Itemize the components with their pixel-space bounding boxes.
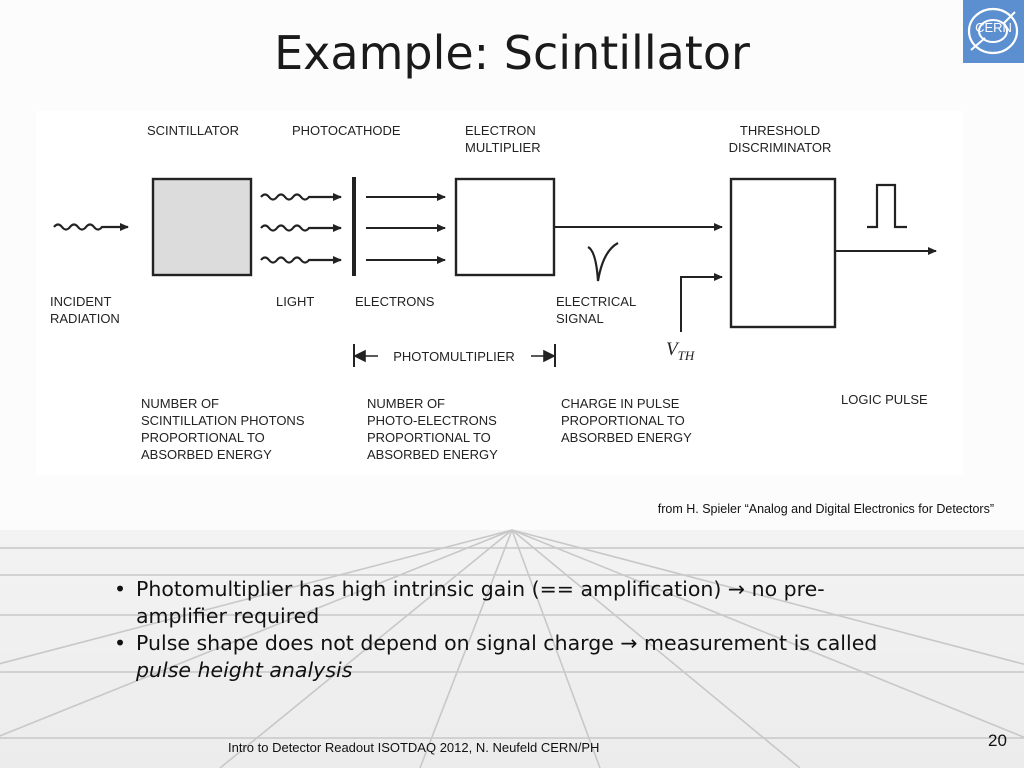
bullet-glyph: • [114,577,127,601]
label-charge-line1: CHARGE IN PULSE [561,396,680,411]
bullet-item: • Pulse shape does not depend on signal … [112,630,912,684]
label-vth: VTH [666,339,695,363]
photomultiplier-span-right-arrow [531,349,556,363]
label-logic-pulse: LOGIC PULSE [841,392,928,407]
bullet-item: • Photomultiplier has high intrinsic gai… [112,576,912,630]
label-photoelectrons-line4: ABSORBED ENERGY [367,447,498,462]
page-number: 20 [988,731,1007,750]
label-charge-line3: ABSORBED ENERGY [561,430,692,445]
logic-pulse-glyph [867,183,907,229]
scintillator-block [151,177,253,277]
light-wave-2 [260,224,342,232]
light-wave-1 [260,193,342,201]
label-electrical-signal-line2: SIGNAL [556,311,604,326]
label-electron-multiplier-line1: ELECTRON [465,123,536,138]
label-electrons: ELECTRONS [355,294,435,309]
bullet-list: • Photomultiplier has high intrinsic gai… [112,576,912,684]
label-photoelectrons-line2: PHOTO-ELECTRONS [367,413,497,428]
label-photomultiplier: PHOTOMULTIPLIER [393,349,515,364]
label-scintillation-line1: NUMBER OF [141,396,219,411]
label-photoelectrons-line1: NUMBER OF [367,396,445,411]
label-incident-radiation-line1: INCIDENT [50,294,111,309]
photomultiplier-span-left-arrow [353,349,378,363]
slide-footer: Intro to Detector Readout ISOTDAQ 2012, … [228,740,600,755]
label-charge-line2: PROPORTIONAL TO [561,413,685,428]
cern-logo-rings-icon [967,7,1019,55]
source-citation: from H. Spieler “Analog and Digital Elec… [657,502,994,516]
bullet-glyph: • [114,631,127,655]
cern-logo: CERN [963,0,1024,63]
electron-multiplier-block [454,177,556,277]
label-incident-radiation-line2: RADIATION [50,311,120,326]
cern-logo-text: CERN [975,20,1012,35]
threshold-input-line [680,273,723,332]
bullet-emphasis: pulse height analysis [136,658,353,682]
label-photocathode: PHOTOCATHODE [292,123,401,138]
scintillator-diagram-svg: SCINTILLATOR PHOTOCATHODE ELECTRON MULTI… [50,123,937,462]
label-scintillation-line4: ABSORBED ENERGY [141,447,272,462]
label-threshold-discriminator-line2: DISCRIMINATOR [729,140,832,155]
threshold-discriminator-block [729,177,837,329]
label-scintillator: SCINTILLATOR [147,123,239,138]
incident-radiation-wave [53,223,129,231]
label-photoelectrons-line3: PROPORTIONAL TO [367,430,491,445]
light-wave-3 [260,256,342,264]
label-light: LIGHT [276,294,314,309]
label-electron-multiplier-line2: MULTIPLIER [465,140,541,155]
bullet-text: Pulse shape does not depend on signal ch… [136,631,878,655]
slide-title: Example: Scintillator [274,26,750,80]
label-electrical-signal-line1: ELECTRICAL [556,294,636,309]
label-threshold-discriminator-line1: THRESHOLD [740,123,820,138]
label-scintillation-line2: SCINTILLATION PHOTONS [141,413,305,428]
bullet-text: Photomultiplier has high intrinsic gain … [136,577,825,628]
scintillator-diagram: SCINTILLATOR PHOTOCATHODE ELECTRON MULTI… [36,111,963,475]
electrical-pulse-glyph [587,242,619,282]
label-scintillation-line3: PROPORTIONAL TO [141,430,265,445]
